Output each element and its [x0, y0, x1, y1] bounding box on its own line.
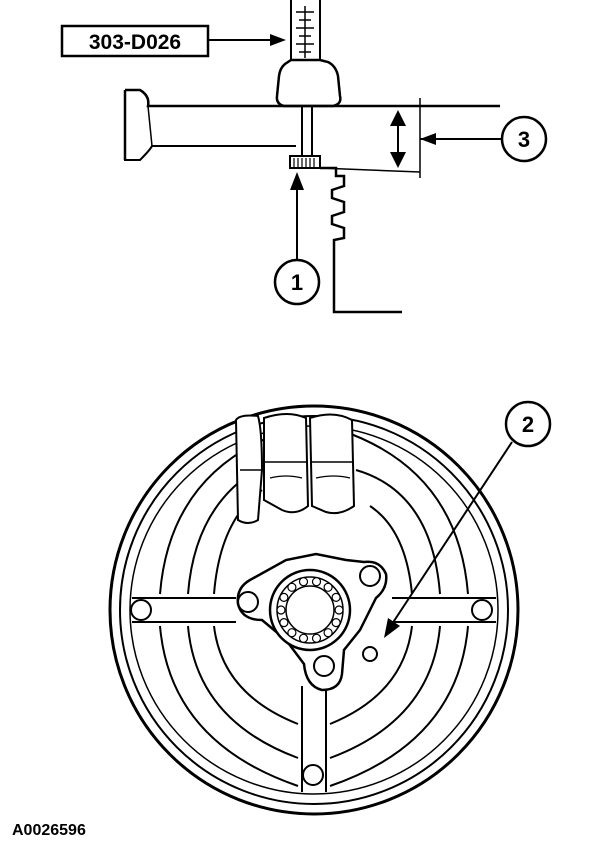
bearing-ball: [287, 628, 297, 638]
depth-gauge-body: [275, 58, 342, 108]
depth-gauge-probe: [301, 106, 313, 160]
rib-pattern: [132, 429, 496, 792]
bearing-ball: [334, 605, 344, 615]
bearing-ball: [323, 582, 333, 592]
bearing-ball: [279, 617, 289, 628]
callout-1-label: 1: [291, 270, 303, 295]
bearing-ball: [323, 628, 333, 638]
bearing-ball: [298, 577, 309, 587]
callout-2-label: 2: [522, 412, 534, 437]
housing-profile: [320, 166, 402, 314]
bearing-ball: [287, 582, 297, 592]
tool-leader-arrow: [208, 34, 286, 46]
reference-hole: [362, 646, 378, 662]
bearing-ball: [298, 633, 309, 643]
bearing-ball: [331, 592, 341, 603]
hub-holes: [237, 565, 381, 677]
callout-3: 3: [500, 115, 548, 163]
tool-label-text: 303-D026: [89, 31, 181, 54]
callout-2: 2: [384, 400, 552, 638]
bearing-ball: [279, 592, 289, 603]
outer-rim: [108, 404, 520, 816]
depth-gauge-stem: [290, 0, 321, 62]
plate-face-view: 2: [108, 400, 552, 816]
tool-label: 303-D026: [60, 24, 210, 58]
bearing-ball: [276, 605, 286, 615]
bearing-ball: [331, 617, 341, 628]
bearing-ball: [311, 633, 322, 643]
callout-3-label: 3: [518, 127, 530, 152]
figure-id: A0026596: [12, 822, 86, 839]
hub-flange: [123, 88, 500, 161]
bearing-ball: [311, 577, 322, 587]
depth-gauge-section: 303-D026: [60, 0, 548, 314]
contact-pad: [289, 155, 321, 169]
center-bearing: [268, 568, 352, 652]
dimension-marker-3: [390, 98, 502, 178]
rim-holes: [130, 599, 493, 786]
callout-1: 1: [273, 172, 321, 306]
fingers: [234, 413, 356, 524]
